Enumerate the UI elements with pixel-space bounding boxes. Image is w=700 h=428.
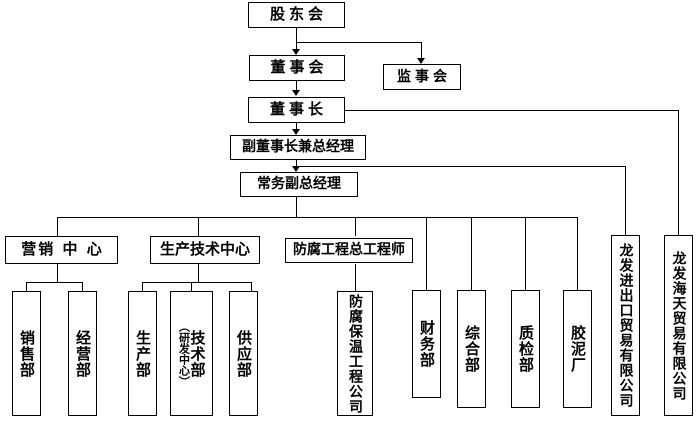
node-haitian-trading-company-label: 龙发海天贸易有限公司	[670, 250, 687, 401]
arrow-to-supervisors	[417, 58, 425, 64]
node-board-of-supervisors-label: 监事会	[397, 68, 451, 85]
connector-vcgm-to-importexport-v	[625, 166, 626, 235]
node-sales-department-label: 销售部	[18, 329, 36, 378]
node-operations-department[interactable]: 经营部	[68, 291, 97, 416]
node-anticorrosion-insulation-engineering-company[interactable]: 防腐保温工程公司	[337, 291, 373, 416]
node-vice-chairman-general-manager[interactable]: 副董事长兼总经理	[230, 135, 366, 160]
connector-marketing-down	[57, 264, 58, 282]
node-cement-factory[interactable]: 胶泥厂	[563, 290, 592, 408]
node-operations-department-label: 经营部	[74, 329, 92, 378]
connector-vcgm-to-evgm-top	[296, 160, 297, 166]
connector-drop-production-dept	[142, 282, 143, 291]
node-marketing-center[interactable]: 营销 中 心	[5, 236, 118, 264]
node-general-affairs-department-label: 综合部	[463, 325, 481, 373]
node-production-department-label: 生产部	[134, 329, 152, 378]
arrow-to-board	[292, 49, 300, 55]
node-production-technology-center[interactable]: 生产技术中心	[150, 236, 260, 264]
node-quality-inspection-department-label: 质检部	[517, 325, 535, 373]
node-import-export-trading-company-label: 龙发进出口贸易有限公司	[617, 243, 634, 408]
node-chairman[interactable]: 董事长	[248, 97, 345, 123]
connector-chiefeng-to-anticorrosion-co	[355, 264, 356, 291]
connector-prodtech-bus	[142, 282, 252, 283]
connector-drop-tech-dept	[191, 282, 192, 291]
node-executive-vice-general-manager-label: 常务副总经理	[257, 176, 341, 193]
node-cement-factory-label: 胶泥厂	[569, 325, 587, 373]
node-vice-chairman-general-manager-label: 副董事长兼总经理	[242, 139, 354, 156]
arrow-to-exec-vice-gm	[292, 166, 300, 172]
connector-drop-sales-dept	[26, 282, 27, 291]
node-haitian-trading-company[interactable]: 龙发海天贸易有限公司	[664, 235, 693, 416]
node-supply-department-label: 供应部	[235, 329, 253, 378]
connector-drop-cement-factory	[577, 217, 578, 290]
node-shareholders-meeting-label: 股东会	[269, 5, 327, 24]
connector-drop-supply-dept	[251, 282, 252, 291]
connector-chairman-to-haitian-v	[678, 110, 679, 235]
connector-drop-chief-engineer	[355, 217, 356, 236]
node-quality-inspection-department[interactable]: 质检部	[511, 290, 540, 408]
node-anticorrosion-insulation-engineering-company-label: 防腐保温工程公司	[347, 293, 363, 414]
connector-marketing-bus	[26, 282, 83, 283]
connector-drop-production-tech-center	[198, 217, 199, 236]
node-import-export-trading-company[interactable]: 龙发进出口贸易有限公司	[611, 235, 640, 416]
connector-drop-marketing-center	[57, 217, 58, 236]
connector-evgm-down	[296, 197, 297, 217]
arrow-to-chairman	[292, 90, 300, 96]
node-shareholders-meeting[interactable]: 股东会	[248, 2, 345, 28]
node-executive-vice-general-manager[interactable]: 常务副总经理	[240, 172, 358, 197]
connector-supervisors-drop	[421, 42, 422, 58]
connector-chairman-to-haitian-h	[345, 110, 679, 111]
node-finance-department[interactable]: 财务部	[412, 290, 441, 398]
node-general-affairs-department[interactable]: 综合部	[457, 290, 486, 408]
connector-shareholders-to-board-v	[296, 42, 297, 49]
connector-drop-finance	[426, 217, 427, 290]
arrow-to-vice-chairman	[292, 129, 300, 135]
node-technology-department[interactable]: 技术部 （研发中心）	[170, 291, 213, 416]
connector-main-department-bus	[57, 217, 578, 218]
node-anticorrosion-chief-engineer[interactable]: 防腐工程总工程师	[285, 238, 413, 263]
connector-chairman-to-vcgm-v	[296, 123, 297, 129]
node-supply-department[interactable]: 供应部	[229, 291, 258, 416]
connector-shareholders-to-supervisors-h	[296, 42, 422, 43]
connector-drop-operations-dept	[82, 282, 83, 291]
connector-shareholders-down	[296, 28, 297, 42]
node-board-of-directors[interactable]: 董事会	[249, 55, 345, 81]
connector-vcgm-to-importexport-h	[296, 166, 626, 167]
node-finance-department-label: 财务部	[418, 320, 436, 368]
connector-drop-quality	[525, 217, 526, 290]
connector-prodtech-down	[198, 264, 199, 282]
connector-board-to-chairman-v	[296, 80, 297, 90]
connector-drop-general-affairs	[471, 217, 472, 290]
node-board-of-directors-label: 董事会	[270, 58, 328, 77]
node-production-technology-center-label: 生产技术中心	[159, 240, 250, 259]
node-marketing-center-label: 营销 中 心	[21, 240, 104, 259]
node-technology-department-sublabel: （研发中心）	[177, 320, 191, 387]
node-production-department[interactable]: 生产部	[128, 291, 157, 416]
node-sales-department[interactable]: 销售部	[12, 291, 41, 416]
node-chairman-label: 董事长	[269, 100, 327, 119]
node-board-of-supervisors[interactable]: 监事会	[383, 64, 461, 90]
node-technology-department-label: 技术部	[188, 329, 207, 378]
node-anticorrosion-chief-engineer-label: 防腐工程总工程师	[293, 242, 405, 259]
